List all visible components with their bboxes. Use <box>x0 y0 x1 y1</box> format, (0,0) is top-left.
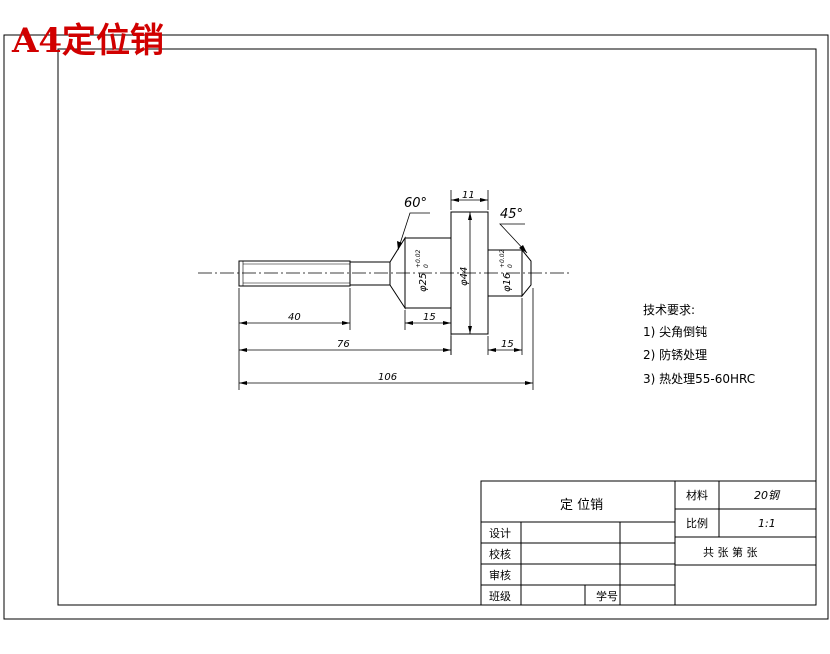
dim-collar-length: 15 <box>423 312 436 323</box>
note-item: 2) 防锈处理 <box>643 347 707 362</box>
scale-label: 比例 <box>686 516 708 530</box>
svg-text:0: 0 <box>423 264 430 268</box>
title-block <box>480 480 817 606</box>
technical-notes: 技术要求: 1) 尖角倒钝 2) 防锈处理 3) 热处理55-60HRC <box>643 303 755 386</box>
material-label: 材料 <box>686 488 708 502</box>
dim-thread-length: 40 <box>288 312 301 323</box>
row-class-label: 班级 <box>489 590 511 603</box>
row-check-label: 校核 <box>489 547 511 561</box>
outer-border <box>3 34 829 620</box>
drawing-title: A4定位销 <box>11 21 164 61</box>
svg-text:+0.02: +0.02 <box>415 249 422 268</box>
inner-frame <box>57 48 817 606</box>
neck-section <box>349 261 391 286</box>
dim-flange-diameter: φ44 <box>459 267 470 286</box>
row-student-no-label: 学号 <box>596 589 618 603</box>
dim-angle-60: 60° <box>404 196 427 211</box>
dimension-lines <box>238 190 534 390</box>
note-item: 3) 热处理55-60HRC <box>643 372 755 386</box>
tip-section <box>521 248 532 298</box>
dim-angle-45: 45° <box>500 207 523 222</box>
part-geometry <box>198 211 572 335</box>
row-design-label: 设计 <box>489 527 511 540</box>
scale-value: 1:1 <box>758 517 776 530</box>
dim-tip-diameter: φ16 +0.02 0 <box>499 249 514 292</box>
svg-text:φ25: φ25 <box>418 273 429 292</box>
dim-mid-length: 76 <box>337 339 350 350</box>
dim-tip-length: 15 <box>501 339 514 350</box>
svg-text:φ16: φ16 <box>502 273 513 292</box>
thread-section <box>238 260 351 287</box>
dim-flange-width: 11 <box>462 190 475 201</box>
notes-heading: 技术要求: <box>643 303 695 317</box>
dimension-arrows <box>239 198 533 385</box>
svg-text:0: 0 <box>507 264 514 268</box>
dim-collar-diameter: φ25 +0.02 0 <box>415 249 430 292</box>
sheet-info: 共 张 第 张 <box>703 545 758 559</box>
part-name: 定 位销 <box>560 498 603 513</box>
row-review-label: 审核 <box>489 568 511 582</box>
svg-text:+0.02: +0.02 <box>499 249 506 268</box>
note-item: 1) 尖角倒钝 <box>643 325 707 339</box>
material-value: 20钢 <box>754 489 781 502</box>
dim-total-length: 106 <box>378 372 397 383</box>
